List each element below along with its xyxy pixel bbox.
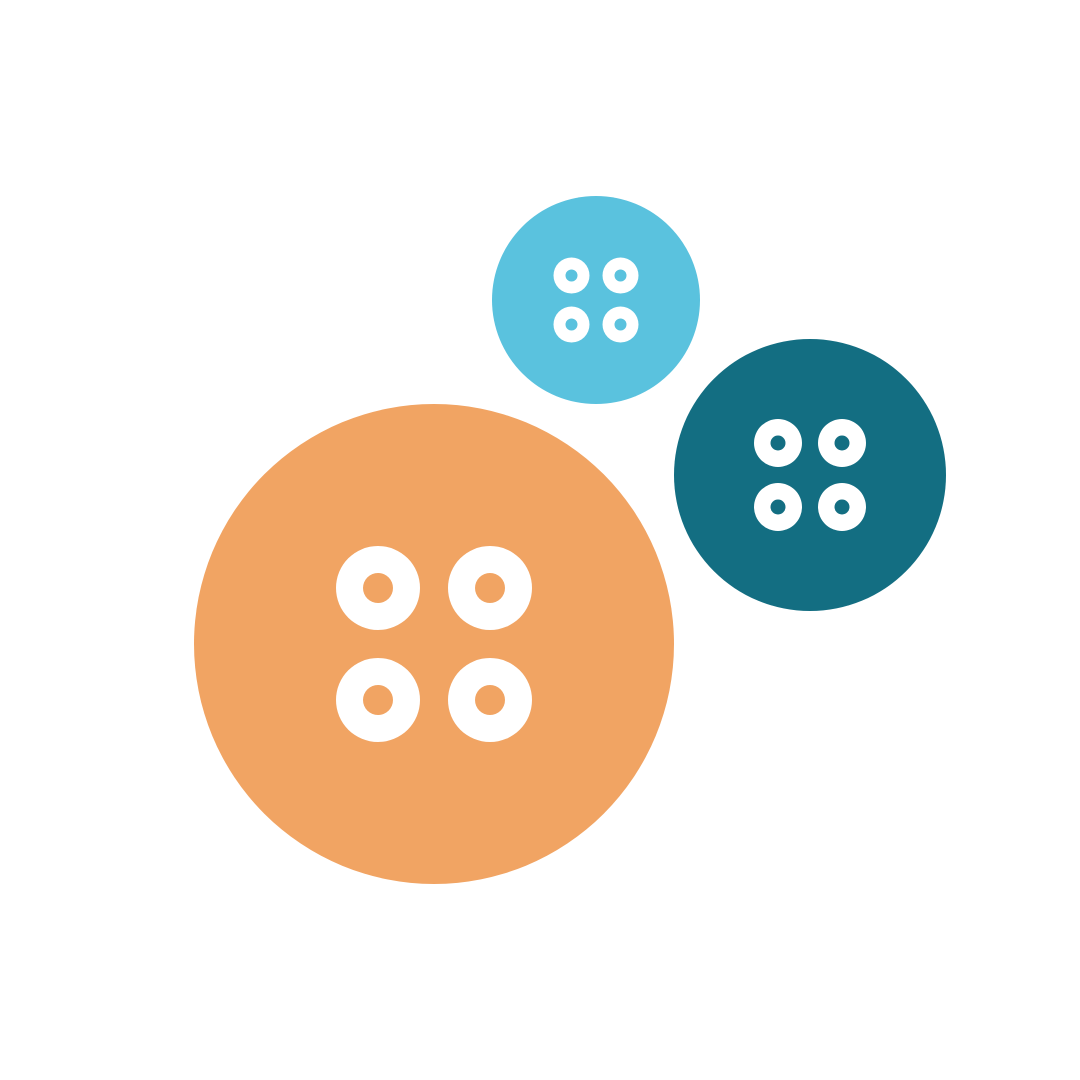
button-hole bbox=[475, 685, 505, 715]
button-hole bbox=[770, 435, 786, 451]
button-body bbox=[194, 404, 674, 884]
button-hole bbox=[770, 499, 786, 515]
button-hole bbox=[834, 499, 850, 515]
button-hole bbox=[614, 318, 627, 331]
button-hole bbox=[565, 269, 578, 282]
small-light-blue-button bbox=[492, 196, 700, 404]
button-hole bbox=[363, 685, 393, 715]
button-hole bbox=[565, 318, 578, 331]
button-body bbox=[674, 339, 946, 611]
button-hole bbox=[834, 435, 850, 451]
button-hole bbox=[363, 573, 393, 603]
button-body bbox=[492, 196, 700, 404]
button-hole bbox=[475, 573, 505, 603]
button-hole bbox=[614, 269, 627, 282]
large-orange-button bbox=[194, 404, 674, 884]
medium-teal-button bbox=[674, 339, 946, 611]
